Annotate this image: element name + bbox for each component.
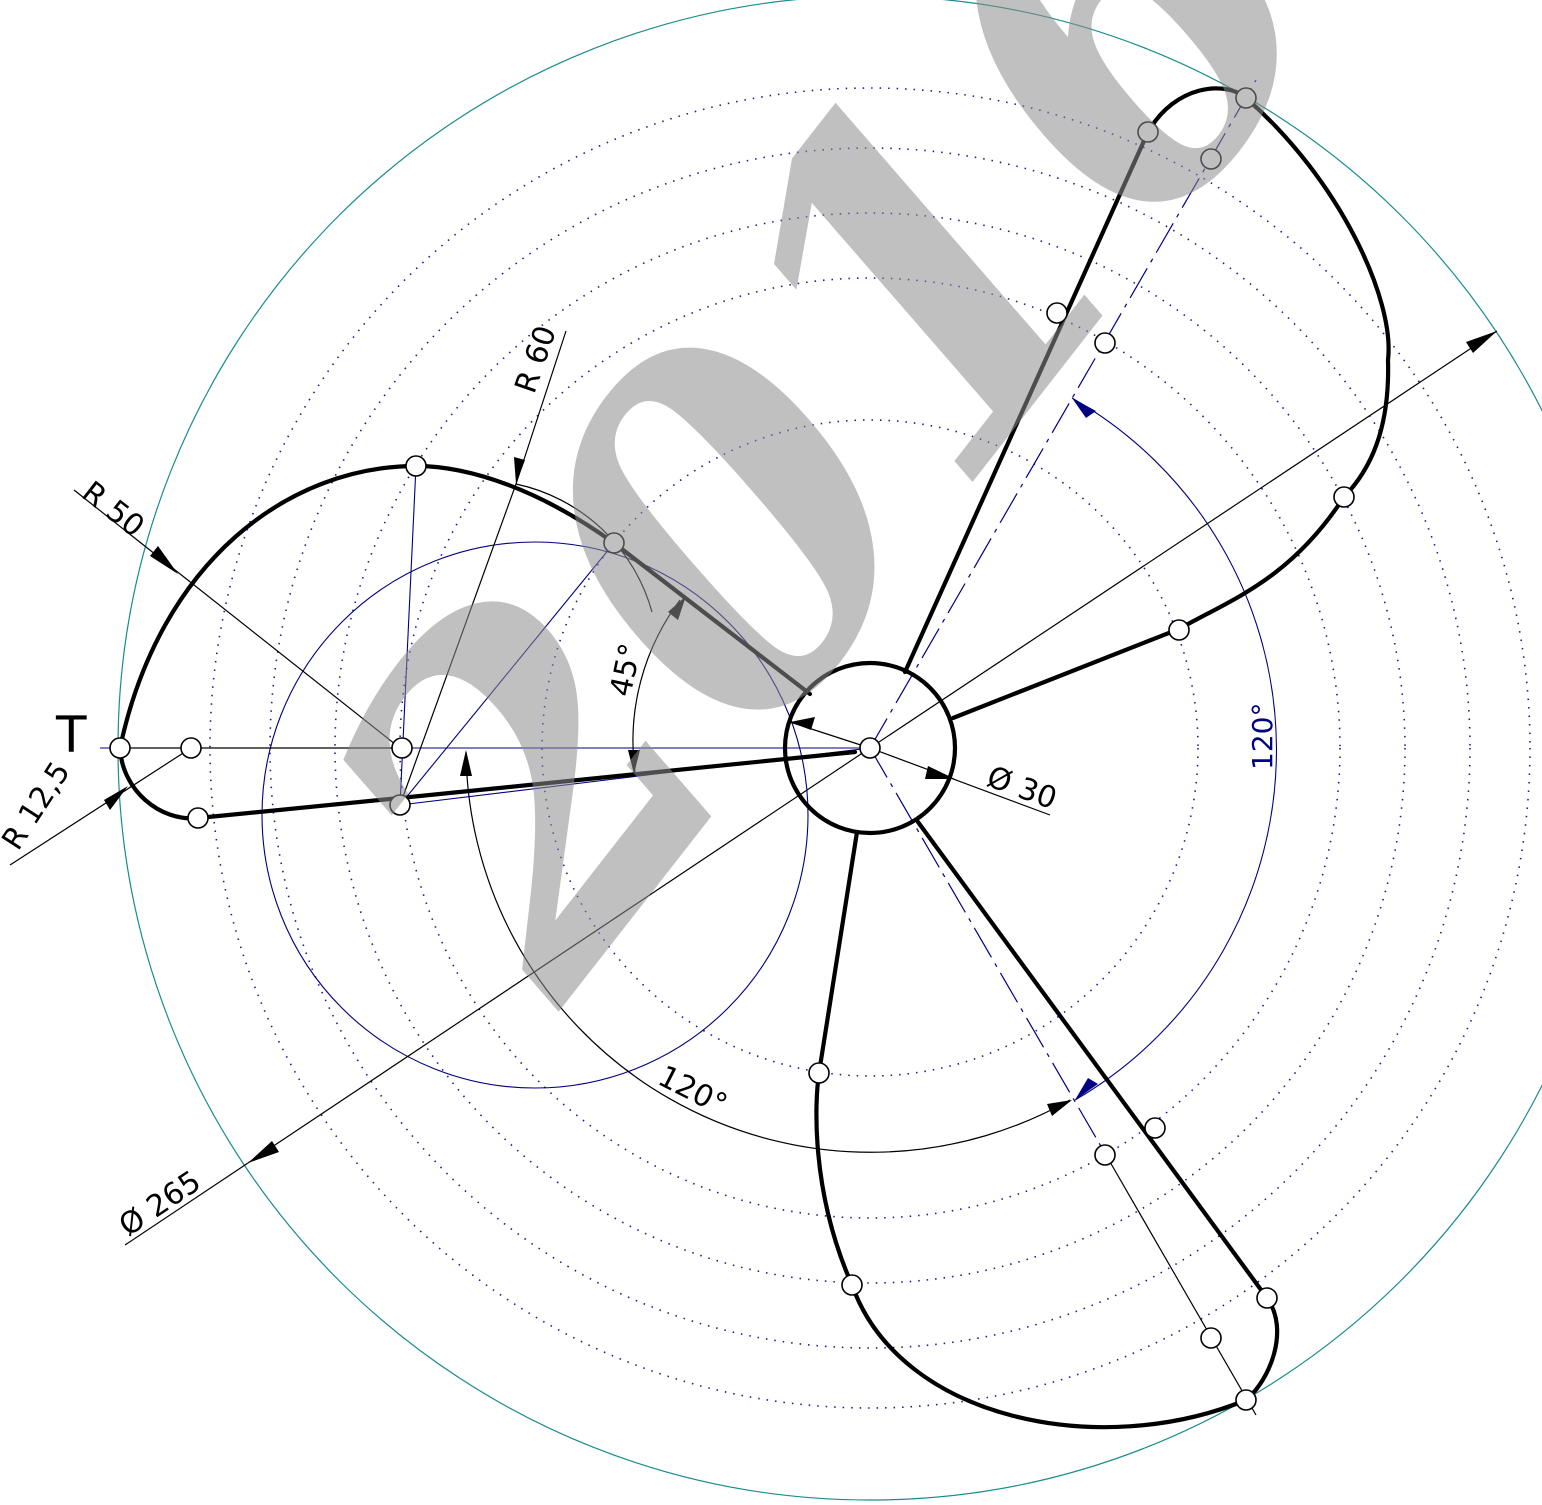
label-point-t: T (55, 706, 87, 764)
hub-circle-d30 (782, 660, 958, 836)
angle-arc-120-black (465, 751, 1071, 1153)
dim-label-r50: R 50 (75, 475, 151, 545)
blade-left (117, 463, 858, 821)
blade-upper (902, 86, 1391, 721)
arrow-45-bottom (628, 750, 640, 774)
arrow-120-blue-top (1072, 398, 1096, 418)
arrow-r50 (150, 546, 178, 574)
dim-label-r125: R 12,5 (0, 756, 78, 857)
dotted-construction-circles (209, 87, 1531, 1409)
angle-label-120-black: 120° (652, 1059, 732, 1123)
arrow-d265-top (1466, 331, 1497, 353)
construction-nodes (109, 87, 1355, 1411)
arrow-r60 (514, 457, 525, 484)
dim-label-d265: Ø 265 (113, 1164, 208, 1244)
angle-arc-120-blue (1071, 397, 1277, 1101)
arrow-r125 (104, 786, 128, 810)
arrow-d30-right (925, 766, 955, 779)
centerline-lower-blade (869, 747, 1107, 1156)
arrow-d30-left (790, 717, 815, 730)
blue-construction (100, 79, 1277, 1416)
dim-label-d30: Ø 30 (982, 760, 1061, 817)
construction-circle (261, 541, 809, 1089)
thin-construction-lines (9, 330, 1498, 1246)
propeller-outline (117, 86, 1391, 1430)
angle-arc-45 (632, 599, 681, 773)
angle-label-120-blue: 120° (1246, 703, 1279, 770)
centerline-upper-blade (869, 79, 1257, 749)
arrow-120-right (1047, 1100, 1072, 1116)
arrow-120-blue-bottom (1075, 1078, 1098, 1100)
dimension-arrows (104, 331, 1497, 1163)
arrow-d265-bottom (248, 1141, 279, 1163)
arrow-120-left (460, 750, 472, 776)
arrow-45-top (668, 596, 686, 620)
blade-lower (814, 819, 1280, 1430)
